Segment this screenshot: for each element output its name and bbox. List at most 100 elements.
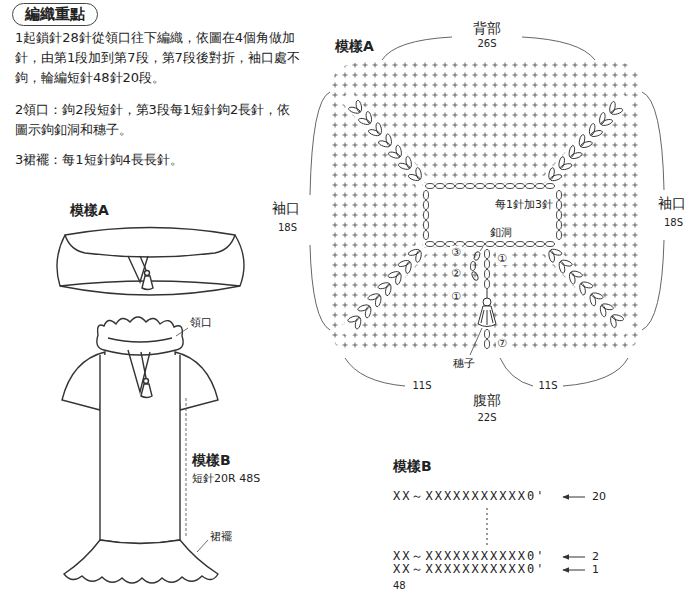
stitch-chart-a xyxy=(471,271,479,281)
stitch-chart-b xyxy=(563,497,585,498)
dress-illustration xyxy=(62,352,105,410)
chain-stitch xyxy=(557,231,562,240)
dimension-arc xyxy=(310,37,664,386)
stitch-count: 11S xyxy=(412,380,431,392)
stitch-chart-a xyxy=(330,62,642,352)
heading-box: 編織重點 xyxy=(12,3,98,26)
node-text: 每1針加3針 xyxy=(423,197,553,212)
dimension-arc xyxy=(522,37,595,60)
dress-illustration xyxy=(141,384,152,398)
dress-illustration xyxy=(62,317,218,583)
cape-illustration xyxy=(57,228,244,296)
chain-stitch xyxy=(424,201,429,210)
stitch-chart-a xyxy=(310,37,664,386)
chain-stitch xyxy=(546,242,555,247)
cape-illustration xyxy=(65,228,235,258)
callout-label: 釦洞 xyxy=(489,226,513,239)
tassel xyxy=(478,289,496,327)
chain-stitch xyxy=(557,201,562,210)
dimension-arc xyxy=(382,37,452,60)
row-number: ① xyxy=(450,290,462,303)
leader-line xyxy=(470,328,482,355)
chain-stitch xyxy=(526,184,535,189)
node-text: 編織重點 xyxy=(25,5,85,24)
callout-label: 裙襬 xyxy=(210,530,232,543)
dress-illustration xyxy=(100,355,180,544)
tassel xyxy=(478,306,496,327)
tassel xyxy=(487,289,488,298)
stitch-chart-a xyxy=(338,242,429,340)
stitch-chart-a xyxy=(485,280,490,289)
tassel xyxy=(481,310,493,325)
dimension-arc xyxy=(345,358,405,386)
dress-illustration xyxy=(175,352,218,410)
chain-stitch xyxy=(426,242,435,247)
row-number: 1 xyxy=(592,563,599,576)
stitch-count: 18S xyxy=(278,222,297,234)
dress-illustration xyxy=(141,352,146,378)
chain-stitch xyxy=(526,242,535,247)
leader-line xyxy=(176,328,188,336)
cape-illustration xyxy=(140,256,146,270)
chain-stitch xyxy=(424,191,429,200)
chain-stitch xyxy=(496,184,505,189)
pattern-note: 2領口：鉤2段短針，第3段每1短針鉤2長針，依圖示鉤釦洞和穗子。 xyxy=(15,100,303,140)
stitch-count: 18S xyxy=(664,217,683,229)
row-number: 20 xyxy=(592,490,606,503)
stitch-chart-a xyxy=(485,330,490,339)
row-number: ③ xyxy=(450,246,462,259)
chain-stitch xyxy=(557,221,562,230)
chain-stitch xyxy=(426,184,435,189)
dimension-arc xyxy=(642,240,664,330)
chart-title: 模樣A xyxy=(335,38,374,55)
stitch-row: XX～XXXXXXXXXXX0' xyxy=(393,563,545,576)
stitch-chart-a xyxy=(485,270,490,279)
chain-stitch xyxy=(516,242,525,247)
cape-illustration xyxy=(145,271,150,276)
part-name: 袖口 xyxy=(272,200,300,217)
chain-stitch xyxy=(436,242,445,247)
row-number: ⑦ xyxy=(496,337,508,350)
dress-illustration xyxy=(108,338,172,342)
chain-stitch xyxy=(506,242,515,247)
dimension-arc xyxy=(310,92,330,195)
stitch-chart-a xyxy=(481,247,493,353)
dress-illustration xyxy=(64,540,218,583)
chain-stitch xyxy=(506,184,515,189)
dimension-arc xyxy=(563,358,628,386)
part-name: 腹部 xyxy=(473,392,501,409)
callout-label: 領口 xyxy=(190,316,212,329)
stitch-spec: 短針20R 48S xyxy=(192,472,260,485)
callout-label: 穗子 xyxy=(452,357,476,370)
chain-stitch xyxy=(476,184,485,189)
stitch-chart-a xyxy=(541,241,633,337)
stitch-chart-a xyxy=(485,250,490,259)
dress-illustration xyxy=(144,379,149,384)
row-number: ① xyxy=(496,252,508,265)
chain-stitch xyxy=(486,184,495,189)
stitch-count: 11S xyxy=(538,380,557,392)
chain-stitch xyxy=(476,242,485,247)
tassel xyxy=(483,298,491,306)
stitch-chart-b xyxy=(563,557,585,558)
row-number: 2 xyxy=(592,550,599,563)
chain-stitch xyxy=(557,211,562,220)
stitch-chart-a xyxy=(339,90,429,188)
stitch-row: XX～XXXXXXXXXXX0' xyxy=(393,550,545,563)
dimension-arc xyxy=(500,358,533,386)
pattern-note: 3裙襬：每1短針鉤4長長針。 xyxy=(15,150,303,170)
cape-illustration xyxy=(142,276,153,290)
chain-stitch xyxy=(424,231,429,240)
dress-illustration xyxy=(97,317,183,355)
stitch-count: 22S xyxy=(477,412,496,424)
illustration-title: 模樣A xyxy=(70,202,109,219)
stitch-chart-a xyxy=(541,91,632,188)
dimension-arc xyxy=(642,92,664,190)
chain-stitch xyxy=(436,184,445,189)
pattern-note: 1起鎖針28針從領口往下編織，依圖在4個角做加針，由第1段加到第7段，第7段後對… xyxy=(15,28,303,88)
stitch-chart-a xyxy=(473,251,481,261)
leader-line xyxy=(197,540,208,552)
chain-stitch xyxy=(466,242,475,247)
chain-stitch xyxy=(424,211,429,220)
